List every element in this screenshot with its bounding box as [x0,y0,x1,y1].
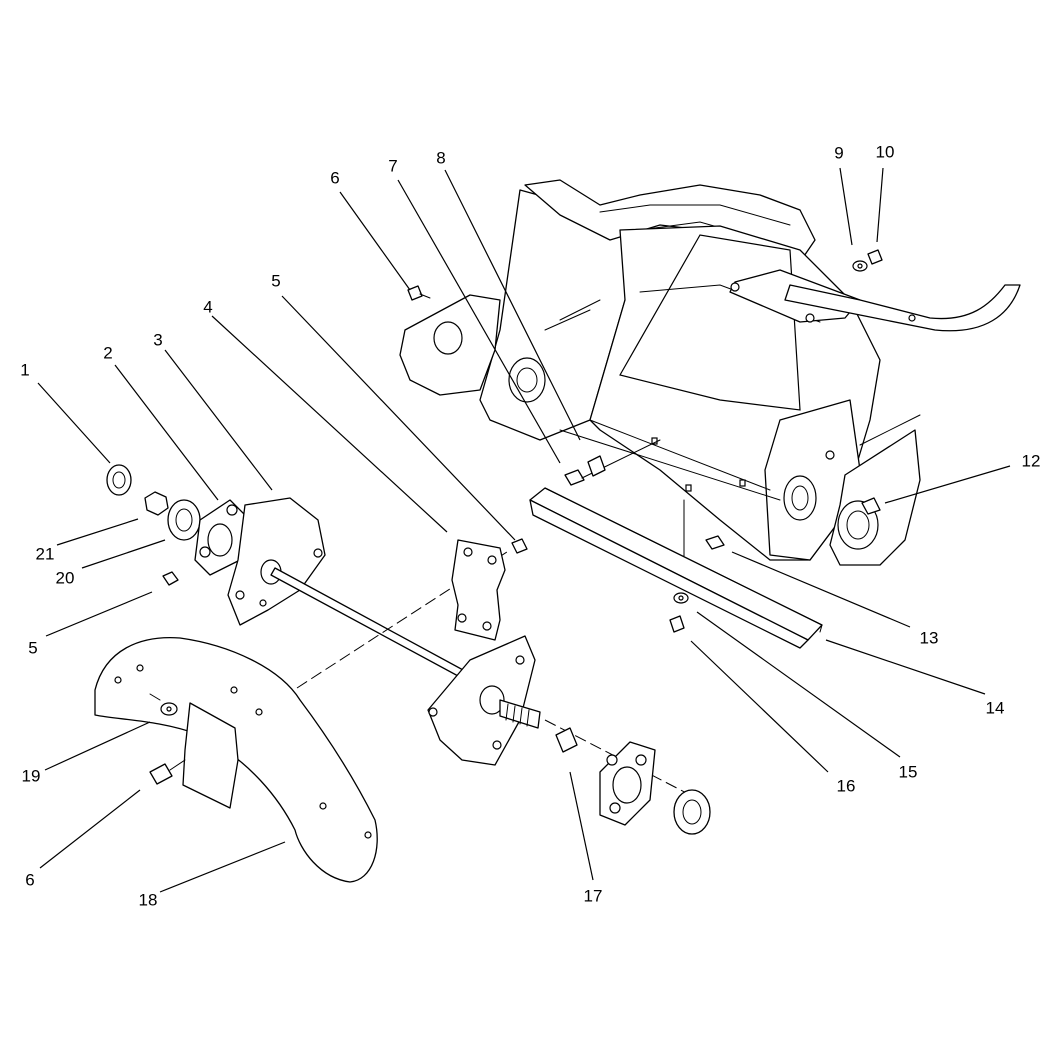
left-auger-plate [227,497,326,626]
callout-12: 12 [1021,451,1041,471]
flight-bracket [149,693,239,809]
right-auger-plate [427,635,541,766]
callout-5-upper: 5 [271,271,281,291]
callout-10: 10 [875,142,895,162]
callout-7: 7 [388,156,398,176]
mounting-bracket-4 [451,538,528,641]
left-bearing-stack [106,464,251,586]
right-bearing-stack [555,727,711,835]
leader-lines [37,167,1011,893]
callout-4: 4 [203,297,213,317]
callout-1: 1 [20,360,30,380]
housing-hardware [407,249,883,633]
scraper-bar [529,487,823,649]
callout-3: 3 [153,330,163,350]
callout-19: 19 [21,766,41,786]
callout-20: 20 [55,568,75,588]
callout-14: 14 [985,698,1005,718]
callout-5-lower: 5 [28,638,38,658]
callout-16: 16 [836,776,856,796]
callout-6-upper: 6 [330,168,340,188]
callout-6-lower: 6 [25,870,35,890]
callout-15: 15 [898,762,918,782]
callout-8: 8 [436,148,446,168]
callout-13: 13 [919,628,939,648]
auger-housing [399,179,921,566]
callout-17: 17 [583,886,603,906]
handle-rod [784,284,1021,332]
callout-2: 2 [103,343,113,363]
callout-9: 9 [834,143,844,163]
callout-18: 18 [138,890,158,910]
callout-21: 21 [35,544,55,564]
